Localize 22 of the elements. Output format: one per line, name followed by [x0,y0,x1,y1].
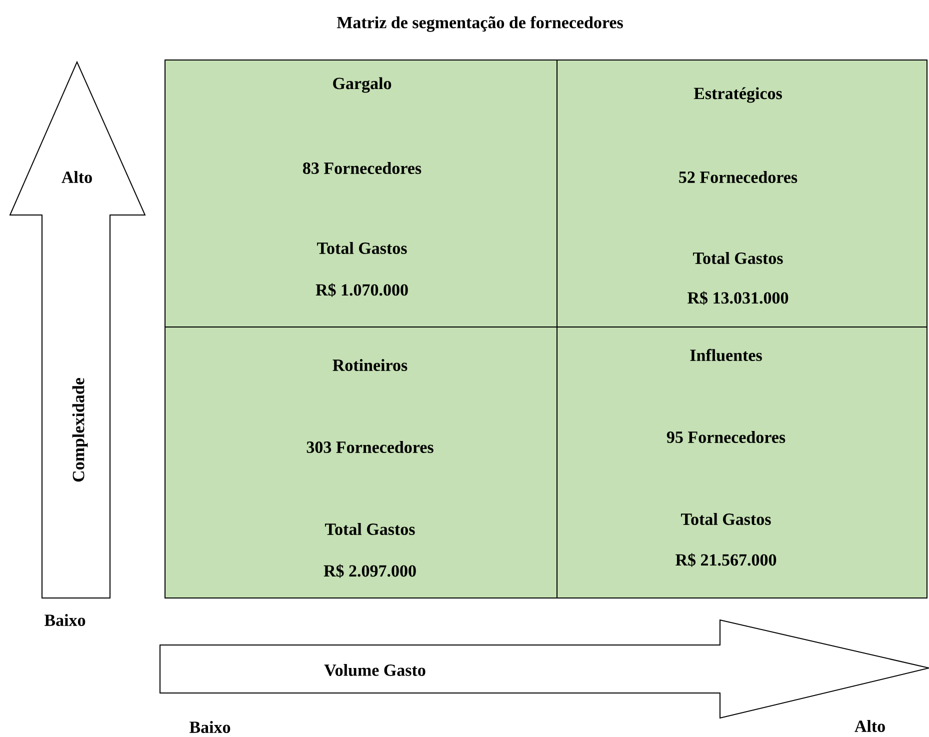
spend-value: R$ 21.567.000 [676,553,776,567]
quadrant-title: Rotineiros [332,359,408,371]
spend-label: Total Gastos [681,513,771,525]
quadrant-box [164,326,558,598]
spend-value: R$ 13.031.000 [688,291,788,305]
supplier-count: 83 Fornecedores [303,162,422,174]
axis-label: Baixo [44,614,86,626]
spend-label: Total Gastos [317,242,407,254]
spend-label: Total Gastos [693,252,783,264]
spend-value: R$ 1.070.000 [316,283,408,297]
spend-label: Total Gastos [325,523,415,535]
supplier-count: 52 Fornecedores [679,171,798,183]
quadrant-box [164,60,558,328]
quadrant-box [556,60,928,328]
supplier-count: 303 Fornecedores [306,441,434,453]
quadrant-title: Gargalo [333,77,392,93]
title: Matriz de segmentação de fornecedores [336,16,623,32]
supplier-count: 95 Fornecedores [666,431,786,443]
quadrant-box [556,326,928,598]
quadrant-title: Estratégicos [694,87,782,103]
quadrant-title: Influentes [690,348,762,362]
spend-value: R$ 2.097.000 [324,564,416,578]
